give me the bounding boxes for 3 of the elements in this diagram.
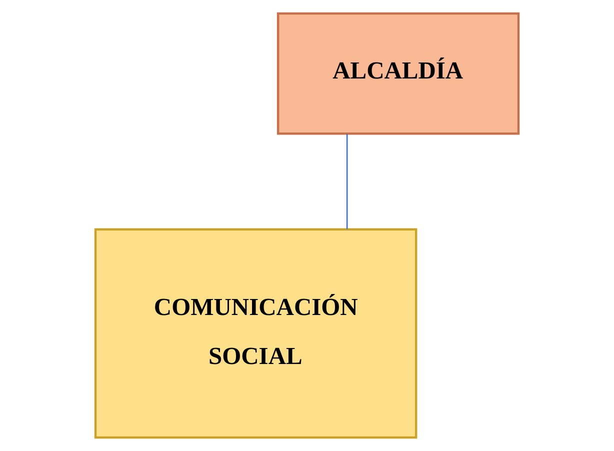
connector — [346, 134, 348, 230]
node-box: COMUNICACIÓN SOCIAL — [94, 228, 418, 439]
node-box: ALCALDÍA — [276, 12, 520, 135]
